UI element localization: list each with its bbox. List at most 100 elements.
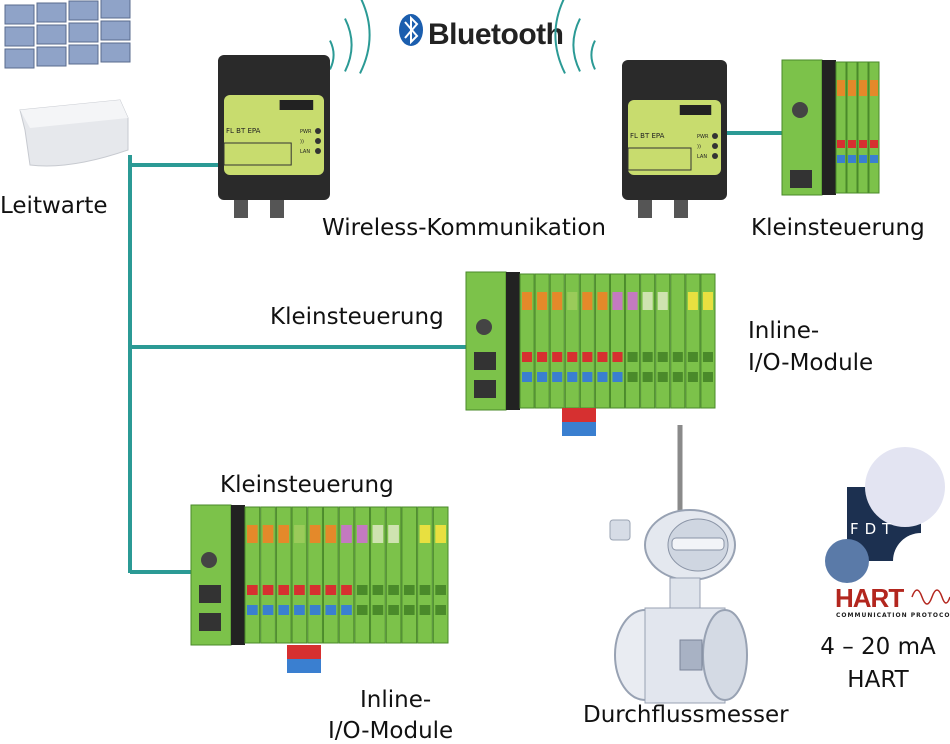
status-led (712, 143, 718, 149)
io-terminal (687, 372, 698, 382)
io-terminal (870, 140, 878, 148)
monitor-screen (36, 24, 67, 45)
io-terminal (859, 140, 867, 148)
monitor-screen (36, 46, 67, 67)
monitor-screen (36, 2, 67, 23)
label-inline-io-bottom-2: I/O-Module (328, 718, 454, 744)
monitor-screen (4, 48, 35, 69)
io-terminal (435, 585, 446, 595)
io-module (857, 61, 869, 194)
svg-text:)): )) (697, 144, 701, 150)
io-terminal (325, 605, 337, 615)
io-terminal-top (642, 292, 653, 310)
svg-text:PWR: PWR (697, 134, 709, 140)
svg-text:LAN: LAN (300, 149, 310, 155)
io-terminal (848, 155, 856, 163)
label-inline-io-mid-2: I/O-Module (748, 350, 874, 376)
svg-text:FDT: FDT (850, 520, 897, 538)
label-signal-hart: HART (847, 667, 909, 693)
io-terminal-top (403, 525, 415, 543)
io-terminal (627, 372, 638, 382)
io-terminal (642, 372, 653, 382)
monitor-screen (100, 20, 131, 41)
io-terminal (702, 372, 713, 382)
io-terminal (642, 352, 653, 362)
io-terminal (672, 352, 683, 362)
label-signal-ma: 4 – 20 mA (820, 634, 936, 660)
small-controller-top (781, 59, 880, 196)
label-small-controller-top: Kleinsteuerung (751, 215, 925, 241)
svg-text:HART: HART (835, 583, 904, 613)
ethernet-port (199, 613, 221, 631)
io-terminal (597, 372, 608, 382)
io-terminal-top (870, 80, 878, 96)
io-terminal-top (702, 292, 713, 310)
io-terminal (341, 585, 352, 595)
terminal-block (287, 645, 321, 659)
io-terminal (702, 352, 713, 362)
antenna-connector (674, 200, 688, 218)
io-terminal-top (687, 292, 698, 310)
io-terminal-top (294, 525, 305, 543)
io-terminal (612, 352, 623, 362)
antenna-connector (234, 200, 248, 218)
io-terminal-top (672, 292, 683, 310)
io-terminal (388, 585, 399, 595)
ethernet-port (790, 170, 812, 188)
status-led (315, 148, 321, 154)
io-terminal (687, 352, 698, 362)
io-terminal-top (522, 292, 533, 310)
flowmeter (609, 509, 748, 704)
io-terminal (294, 585, 305, 595)
io-terminal (537, 352, 548, 362)
io-terminal (848, 140, 856, 148)
label-small-controller-mid: Kleinsteuerung (270, 304, 444, 330)
io-terminal (657, 352, 668, 362)
io-terminal (278, 585, 290, 595)
io-terminal (522, 352, 533, 362)
antenna-connector (638, 200, 652, 218)
io-terminal-top (627, 292, 638, 310)
monitor-screen (4, 26, 35, 47)
model-label: FL BT EPA (630, 132, 665, 140)
io-terminal (341, 605, 352, 615)
monitor-screen (68, 22, 99, 43)
io-terminal (837, 155, 845, 163)
network-lines (128, 131, 784, 574)
hart-logo: HART COMMUNICATION PROTOCOL (835, 583, 950, 619)
monitor-screen (68, 44, 99, 65)
io-module (835, 61, 847, 194)
io-terminal-top (247, 525, 258, 543)
io-terminal (537, 372, 548, 382)
wireless-wave (329, 40, 335, 70)
label-wireless: Wireless-Kommunikation (322, 215, 606, 241)
monitor-screen (100, 42, 131, 63)
io-terminal (567, 352, 578, 362)
io-terminal (294, 605, 305, 615)
io-module (868, 61, 880, 194)
io-terminal (247, 585, 258, 595)
io-terminal (372, 605, 384, 615)
io-terminal (435, 605, 446, 615)
io-terminal (247, 605, 258, 615)
ethernet-port (474, 352, 496, 370)
io-terminal (372, 585, 384, 595)
status-led (315, 128, 321, 134)
inline-io-stack-bottom (190, 504, 449, 646)
io-terminal (567, 372, 578, 382)
io-terminal (552, 372, 563, 382)
io-terminal-top (848, 80, 856, 96)
io-terminal (657, 372, 668, 382)
model-label: FL BT EPA (226, 127, 261, 135)
io-terminal-top (325, 525, 337, 543)
io-terminal-top (356, 525, 368, 543)
brand-label (679, 105, 712, 115)
io-terminal (870, 155, 878, 163)
label-flowmeter: Durchflussmesser (583, 702, 789, 728)
terminal-block (562, 422, 596, 436)
io-terminal-top (582, 292, 593, 310)
io-terminal (419, 605, 431, 615)
svg-text:Bluetooth: Bluetooth (428, 18, 563, 51)
